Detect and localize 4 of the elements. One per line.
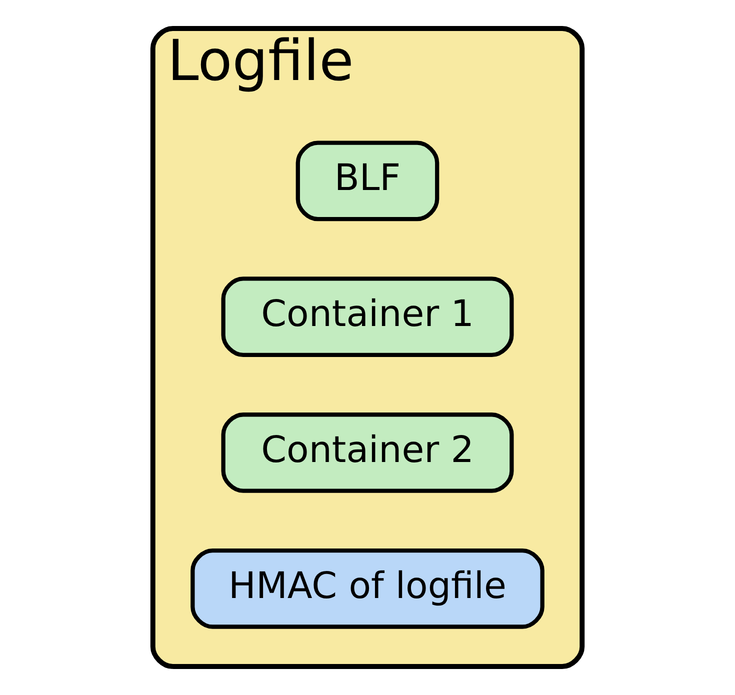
node-box: Container 1	[221, 276, 514, 358]
node-box: BLF	[296, 140, 440, 222]
node-box: Container 2	[221, 412, 514, 493]
node-box: HMAC of logfile	[190, 548, 544, 629]
